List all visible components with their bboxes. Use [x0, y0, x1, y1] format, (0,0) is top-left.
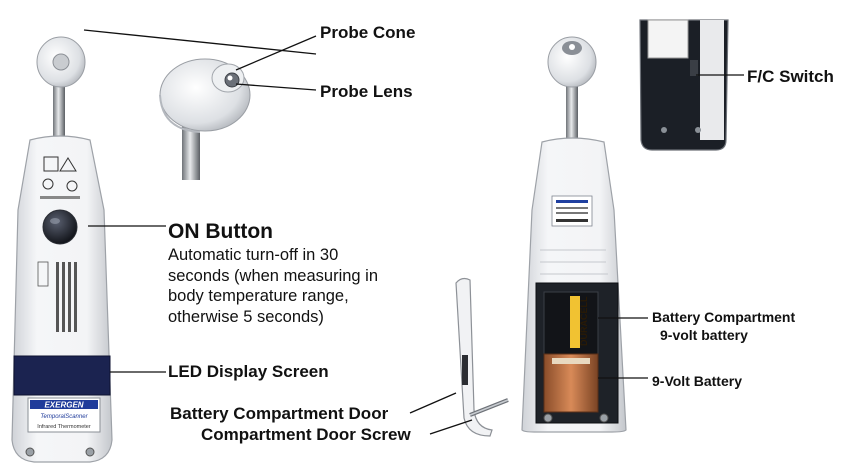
subtitle-text: Infrared Thermometer — [37, 424, 91, 430]
leader-lines — [83, 29, 744, 435]
brand-text: EXERGEN — [44, 401, 83, 410]
thermometer-back — [521, 36, 627, 433]
label-probe-lens: Probe Lens — [320, 82, 413, 101]
on-button-description: Automatic turn-off in 30 seconds (when m… — [168, 245, 428, 327]
battery-brand-text: DURACELL — [579, 296, 589, 346]
label-door-screw: Compartment Door Screw — [201, 425, 411, 444]
label-probe-cone: Probe Cone — [320, 23, 416, 42]
thermometer-front — [11, 36, 113, 463]
label-led-display: LED Display Screen — [168, 362, 329, 381]
label-battery-compartment-sub: 9-volt battery — [660, 327, 748, 343]
fc-switch-inset — [639, 19, 729, 151]
battery-door — [455, 277, 509, 437]
model-text: TemporalScanner — [40, 414, 88, 420]
label-nine-volt-battery: 9-Volt Battery — [652, 373, 742, 389]
desc-line: otherwise 5 seconds) — [168, 307, 324, 326]
desc-line: body temperature range, — [168, 287, 349, 305]
label-battery-door: Battery Compartment Door — [170, 404, 389, 423]
label-battery-compartment: Battery Compartment — [652, 309, 796, 325]
desc-line: Automatic turn-off in 30 — [168, 246, 339, 264]
label-fc-switch: F/C Switch — [747, 67, 834, 86]
probe-closeup — [159, 58, 251, 180]
desc-line: seconds (when measuring in — [168, 266, 379, 285]
label-on-button: ON Button — [168, 220, 273, 243]
